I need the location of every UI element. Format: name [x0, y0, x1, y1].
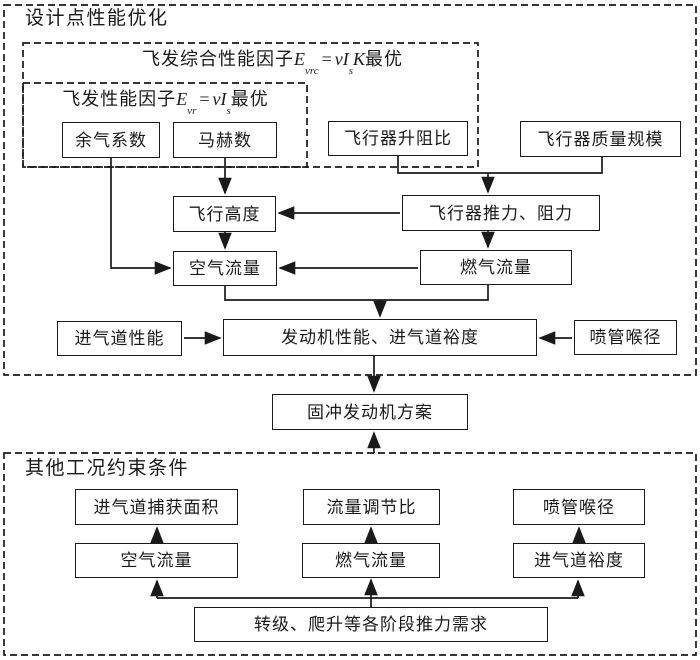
- dashed-border-performance-factor-box: [22, 82, 308, 168]
- box-flow-regulation-ratio: 流量调节比: [303, 489, 440, 525]
- connector-liftdrag-massscale-tee: [397, 156, 603, 174]
- formula-combined-performance-factor: 飞发综合性能因子Evrc=vIsK最优: [100, 49, 445, 76]
- box-label: 进气道性能: [74, 329, 165, 348]
- box-label: 飞行高度: [188, 204, 261, 224]
- box-label: 燃气流量: [460, 258, 532, 277]
- box-vehicle-thrust-drag: 飞行器推力、阻力: [402, 195, 600, 231]
- box-label: 进气道裕度: [534, 551, 624, 570]
- box-label: 空气流量: [120, 551, 193, 570]
- box-vehicle-lift-drag-ratio: 飞行器升阻比: [328, 121, 468, 156]
- dashed-border-other-conditions-section: [3, 452, 697, 656]
- box-label: 流量调节比: [326, 497, 417, 517]
- var-E: E: [293, 49, 305, 69]
- var-v: v: [212, 89, 221, 109]
- box-air-flow-top: 空气流量: [173, 251, 277, 286]
- connector-flows-join: [224, 285, 489, 301]
- formula-suffix: 最优: [365, 49, 404, 69]
- box-gas-flow-bottom: 燃气流量: [302, 543, 440, 578]
- box-gas-flow-top: 燃气流量: [420, 250, 572, 285]
- formula-prefix: 飞发性能因子: [62, 89, 177, 109]
- box-label: 马赫数: [198, 130, 252, 150]
- box-label: 飞行器推力、阻力: [429, 203, 573, 223]
- box-label: 喷管喉径: [589, 328, 662, 347]
- box-stage-thrust-demand: 转级、爬升等各阶段推力需求: [194, 607, 548, 642]
- box-air-flow-bottom: 空气流量: [75, 543, 238, 578]
- sub-vrc: vrc: [304, 64, 319, 77]
- box-label: 飞行器升阻比: [344, 129, 452, 148]
- box-label: 余气系数: [75, 130, 147, 150]
- sub-s: s: [348, 64, 354, 77]
- var-v: v: [334, 49, 343, 69]
- formula-prefix: 飞发综合性能因子: [141, 49, 294, 69]
- box-inlet-margin: 进气道裕度: [513, 543, 645, 578]
- box-label: 固冲发动机方案: [307, 402, 433, 422]
- box-label: 发动机性能、进气道裕度: [281, 328, 479, 347]
- box-vehicle-mass-scale: 飞行器质量规模: [520, 121, 681, 157]
- var-K: K: [353, 49, 366, 69]
- section-title-other-conditions: 其他工况约束条件: [25, 458, 190, 479]
- var-I: I: [342, 49, 349, 69]
- box-ramjet-engine-scheme: 固冲发动机方案: [272, 394, 468, 430]
- box-label: 转级、爬升等各阶段推力需求: [254, 615, 488, 634]
- sub-vr: vr: [187, 104, 197, 117]
- var-I: I: [220, 89, 227, 109]
- formula-suffix: 最优: [230, 89, 269, 109]
- equals-sign: =: [321, 49, 332, 69]
- box-inlet-performance: 进气道性能: [57, 321, 182, 356]
- box-label: 空气流量: [189, 259, 261, 278]
- box-label: 进气道捕获面积: [93, 497, 220, 517]
- box-label: 飞行器质量规模: [537, 129, 664, 149]
- box-flight-altitude: 飞行高度: [173, 196, 276, 232]
- box-label: 喷管喉径: [543, 497, 615, 517]
- box-engine-performance-inlet-margin: 发动机性能、进气道裕度: [223, 319, 537, 356]
- section-title-design-point: 设计点性能优化: [25, 8, 169, 29]
- equals-sign: =: [199, 89, 210, 109]
- sub-s: s: [226, 104, 231, 117]
- box-mach-number: 马赫数: [173, 122, 277, 158]
- box-nozzle-throat-bottom: 喷管喉径: [513, 489, 645, 525]
- box-inlet-capture-area: 进气道捕获面积: [75, 489, 238, 525]
- box-label: 燃气流量: [335, 551, 407, 570]
- formula-performance-factor: 飞发性能因子Evr=vIs最优: [28, 89, 303, 116]
- var-E: E: [176, 89, 188, 109]
- box-nozzle-throat-top: 喷管喉径: [574, 320, 677, 355]
- connector-surplusair-to-airflow: [110, 158, 172, 275]
- box-surplus-air-coefficient: 余气系数: [62, 122, 160, 158]
- dashed-border-design-point-section: [3, 4, 697, 376]
